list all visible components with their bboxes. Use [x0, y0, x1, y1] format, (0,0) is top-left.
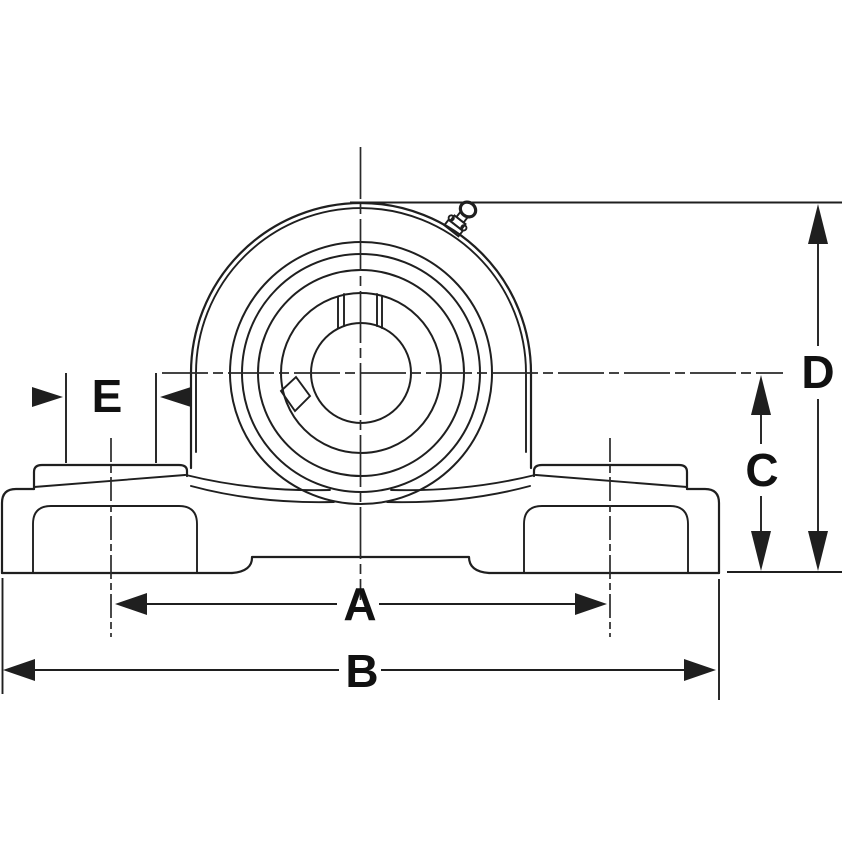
left-foot-slot	[32, 505, 198, 574]
base-arch	[230, 555, 491, 575]
right-fillet-upper	[390, 474, 536, 492]
dimension-label-d: D	[801, 346, 834, 398]
d-top-arrow	[808, 204, 828, 244]
dimension-a: A	[115, 578, 607, 630]
left-fillet-upper	[185, 474, 331, 492]
right-foot-slot	[523, 505, 689, 574]
left-step-pad	[32, 463, 189, 491]
a-right-arrow	[575, 593, 607, 615]
left-fillet-lower	[190, 485, 335, 504]
e-right-arrow	[160, 387, 191, 407]
left-slope-line	[33, 474, 186, 488]
dimension-b: B	[1, 578, 720, 700]
dimension-label-b: B	[345, 645, 378, 697]
c-bottom-arrow	[751, 531, 771, 571]
b-left-arrow	[3, 659, 35, 681]
dimension-c: C	[745, 375, 779, 571]
set-screw-detail	[279, 375, 312, 413]
dimension-d: D	[801, 204, 835, 571]
dimension-label-e: E	[92, 370, 123, 422]
right-slope-line	[535, 474, 688, 488]
b-right-arrow	[684, 659, 716, 681]
c-top-arrow	[751, 375, 771, 415]
right-step-pad	[532, 463, 689, 491]
e-left-arrow	[32, 387, 63, 407]
right-fillet-lower	[386, 485, 531, 504]
grease-fitting-icon	[442, 200, 478, 238]
bearing-base-outline	[0, 463, 721, 575]
dimension-label-a: A	[343, 578, 376, 630]
centerlines	[110, 147, 783, 637]
keyway-slot	[337, 293, 383, 329]
a-left-arrow	[115, 593, 147, 615]
d-bottom-arrow	[808, 531, 828, 571]
dimension-e: E	[32, 370, 191, 463]
dimension-label-c: C	[745, 444, 778, 496]
